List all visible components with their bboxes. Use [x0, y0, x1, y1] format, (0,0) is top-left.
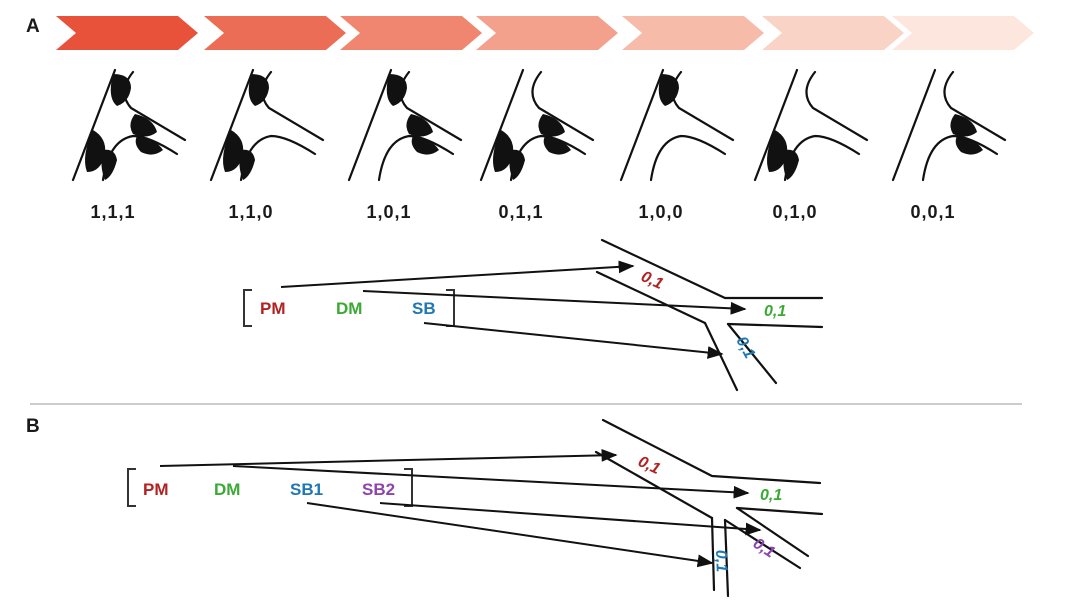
- left-bracket: [243, 289, 252, 327]
- segment-label-sb1: 0,1: [712, 550, 730, 573]
- dm-blob: [239, 149, 255, 180]
- dm-blob: [783, 149, 799, 180]
- dm-blob: [85, 130, 106, 172]
- right-bracket: [404, 468, 413, 507]
- panel-a-label: A: [26, 16, 40, 37]
- branch-dm-lower-edge: [726, 322, 824, 329]
- junction-glyph: 1,1,0: [209, 68, 325, 222]
- segment-label-pm: 0,1: [635, 453, 662, 478]
- chevron-step: [204, 16, 346, 50]
- class-label-sb: SB: [412, 299, 436, 318]
- sb-blob: [406, 114, 433, 137]
- junction-glyph: 1,0,1: [347, 68, 463, 222]
- junction-code-label: 1,1,1: [90, 202, 135, 222]
- junction-glyph-row: 1,1,1 1,1,0 1,0,1 0,1,1 1,0,0 0,1,0 0,0,1: [71, 68, 1007, 222]
- pm-blob: [658, 74, 679, 106]
- dm-blob: [101, 149, 117, 180]
- dm-blob: [223, 130, 244, 172]
- class-label-dm: DM: [336, 299, 362, 318]
- chevron-gradient-bar: [56, 16, 1034, 50]
- branch-pm-lower-edge: [595, 270, 707, 325]
- sb-blob: [950, 114, 977, 137]
- junction-code-label: 0,1,0: [772, 202, 817, 222]
- junction-glyph: 1,1,1: [71, 68, 187, 222]
- branch-sb1-left-edge: [710, 516, 716, 592]
- panel-b-scheme: PM DM SB1 SB2 0,1 0,1 0,1 0,1: [127, 418, 824, 598]
- class-label-sb1: SB1: [290, 480, 323, 499]
- chevron-step: [340, 16, 482, 50]
- arrow-pm: [280, 260, 635, 288]
- dm-blob: [509, 149, 525, 180]
- segment-label-dm: 0,1: [760, 487, 782, 504]
- branch-dm-lower-edge: [735, 506, 824, 516]
- branch-pm-lower-edge: [594, 450, 714, 520]
- chevron-step: [762, 16, 904, 50]
- branch-sb2-upper-edge: [735, 506, 810, 558]
- dm-blob: [767, 130, 788, 172]
- chevron-step: [56, 16, 198, 50]
- class-label-dm: DM: [214, 480, 240, 499]
- sb-blob: [130, 114, 157, 137]
- arrow-dm: [232, 465, 750, 499]
- junction-glyph: 0,1,0: [753, 68, 869, 222]
- chevron-step: [476, 16, 618, 50]
- pm-blob: [248, 74, 269, 106]
- junction-glyph: 0,0,1: [891, 68, 1007, 222]
- sb-blob: [538, 114, 565, 137]
- junction-glyph: 0,1,1: [479, 68, 595, 222]
- arrow-sb1: [306, 502, 714, 568]
- sb-blob: [411, 136, 439, 155]
- panel-a-scheme: PM DM SB 0,1 0,1 0,1: [243, 238, 824, 392]
- branch-sb1-right-edge: [723, 518, 730, 598]
- branch-sb-right-edge: [726, 322, 778, 385]
- arrow-sb: [423, 322, 724, 359]
- branch-pm-upper-edge: [600, 238, 824, 300]
- junction-code-label: 0,1,1: [498, 202, 543, 222]
- dm-blob: [493, 130, 514, 172]
- pm-blob: [110, 74, 131, 106]
- sb-blob: [543, 136, 571, 155]
- junction-code-label: 1,1,0: [228, 202, 273, 222]
- segment-label-pm: 0,1: [638, 268, 665, 293]
- arrow-sb2: [379, 502, 762, 536]
- junction-code-label: 1,0,0: [638, 202, 683, 222]
- branch-sb-left-edge: [703, 321, 739, 392]
- segment-label-dm: 0,1: [764, 303, 786, 320]
- class-label-pm: PM: [143, 480, 169, 499]
- junction-code-label: 1,0,1: [366, 202, 411, 222]
- class-label-pm: PM: [260, 299, 286, 318]
- junction-glyph: 1,0,0: [619, 68, 735, 222]
- sb-blob: [955, 136, 983, 155]
- chevron-step: [892, 16, 1034, 50]
- chevron-step: [622, 16, 764, 50]
- sb-blob: [135, 136, 163, 155]
- panel-b-label: B: [26, 416, 40, 437]
- junction-code-label: 0,0,1: [910, 202, 955, 222]
- arrow-pm: [159, 448, 618, 467]
- left-bracket: [127, 468, 136, 507]
- class-label-sb2: SB2: [362, 480, 395, 499]
- arrow-dm: [362, 290, 747, 315]
- branch-pm-upper-edge: [601, 418, 822, 485]
- pm-blob: [386, 74, 407, 106]
